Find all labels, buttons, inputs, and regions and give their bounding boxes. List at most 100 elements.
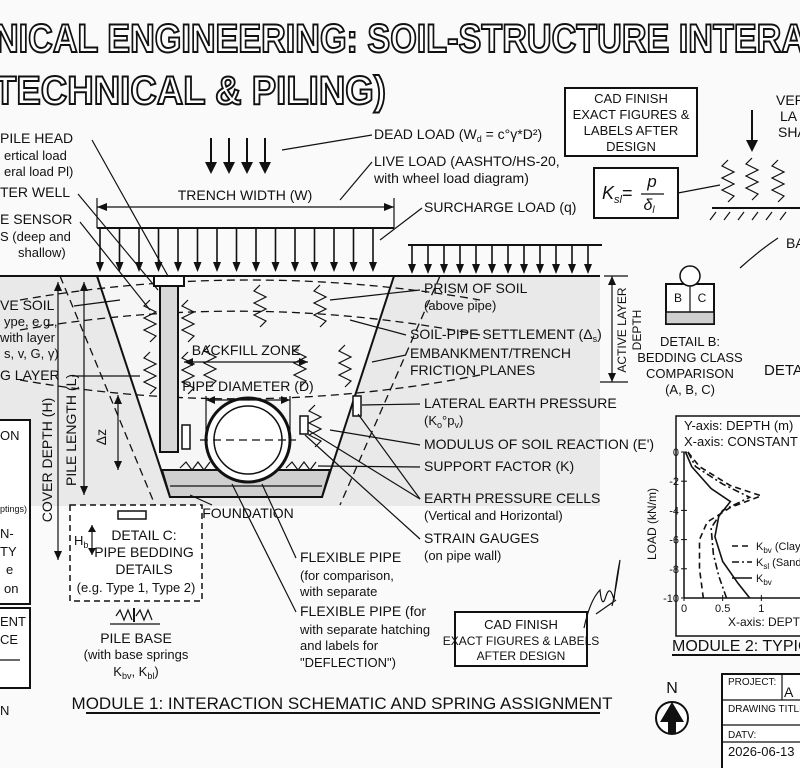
load-arrow-head [252, 262, 260, 272]
surcharge-load-label: SURCHARGE LOAD (q) [424, 199, 576, 215]
drawing-title-label: DRAWING TITLE [728, 704, 800, 715]
flexible-pipe-a-leader [261, 483, 297, 559]
backfill-zone-dimension [184, 358, 308, 366]
load-arrow-head [96, 262, 104, 272]
chart-x-label: X-axis: DEPTH [728, 615, 800, 629]
surcharge-arrow-head [568, 264, 576, 274]
pressure-cells-label-1: EARTH PRESSURE CELLS [424, 490, 600, 506]
water-well-label: TER WELL [0, 184, 70, 200]
surcharge-arrow-head [584, 264, 592, 274]
modulus-label: MODULUS OF SOIL REACTION (E') [424, 436, 654, 452]
delta-z-label: Δz [93, 429, 109, 445]
cad-top-line3: LABELS AFTER [584, 123, 679, 138]
north-arrow-icon [655, 701, 689, 735]
prism-label-2: (above pipe) [424, 298, 496, 313]
ba-label: BA [786, 235, 800, 251]
surcharge-arrow-head [504, 264, 512, 274]
embankment-label-1: EMBANKMENT/TRENCH [410, 345, 571, 361]
surcharge-arrow-head [456, 264, 464, 274]
soil-sub-1: ype, e.g., [4, 314, 57, 329]
pipe-diameter-label: PIPE DIAMETER (D) [182, 378, 313, 394]
top-right-label-3: SHA [778, 124, 800, 140]
left-frag-n: N- [0, 526, 14, 541]
load-arrow-head [115, 262, 124, 272]
surcharge-arrows [408, 244, 602, 274]
chart-header-2: X-axis: CONSTANT [684, 434, 798, 449]
surcharge-leader [379, 207, 423, 241]
lateral-pressure-leader [361, 403, 421, 406]
foundation-label: FOUNDATION [202, 505, 294, 521]
left-partial-box-2 [0, 607, 31, 689]
active-layer-label: ACTIVE LAYER [615, 287, 629, 372]
flexible-pipe-b-leader [231, 483, 297, 613]
svg-text:p: p [646, 172, 656, 191]
backfill-zone-label: BACKFILL ZONE [192, 342, 300, 358]
chart-legend-entry: Kbv (Clay, [756, 541, 800, 555]
load-arrow-head [193, 262, 202, 272]
pile-base-label-1: PILE BASE [100, 630, 172, 646]
lateral-pressure-label-2: (Ko°pv) [424, 413, 463, 430]
pressure-cells-leader-2 [307, 429, 421, 500]
detail-b-line-2: BEDDING CLASS [637, 350, 743, 365]
prism-label-1: PRISM OF SOIL [424, 280, 528, 296]
date-value: 2026-06-13 [728, 744, 795, 759]
flexible-pipe-b-3: and labels for [300, 638, 379, 653]
live-load-label-2: with wheel load diagram) [373, 170, 529, 186]
detail-b-line-3: COMPARISON [646, 366, 734, 381]
project-value: A [784, 684, 794, 700]
chart-y-tick-label: 0 [673, 447, 679, 459]
pressure-cells-label-2: (Vertical and Horizontal) [424, 508, 563, 523]
load-arrow-head [291, 262, 299, 272]
shaft-springs [709, 110, 800, 221]
detail-b-title: DETAIL B: [660, 334, 720, 349]
top-right-label-1: VER [776, 92, 800, 108]
load-arrow-head [349, 262, 358, 272]
strain-gauges-leader [304, 434, 421, 540]
support-factor-leader [317, 465, 421, 468]
water-well-leader [77, 193, 159, 291]
chart-legend-entry: Ksl (Sand [756, 557, 800, 571]
left-frag-ce: CE [0, 632, 18, 647]
trench-width-label: TRENCH WIDTH (W) [178, 187, 313, 203]
surcharge-arrow-head [488, 264, 496, 274]
detail-b-pipe [679, 265, 701, 287]
detail-c-icon [117, 510, 147, 520]
layer-label: G LAYER [0, 367, 60, 383]
svg-text:δl: δl [643, 197, 655, 216]
pile-length-label: PILE LENGTH (L) [63, 374, 79, 486]
strain-gauges-label-2: (on pipe wall) [424, 548, 501, 563]
detail-b-b: B [674, 291, 682, 305]
formula-leader [677, 184, 721, 194]
chart-frame [675, 415, 800, 637]
cad-finish-box-top [564, 87, 698, 157]
live-load-label-1: LIVE LOAD (AASHTO/HS-20, [374, 153, 560, 169]
sensor-leader [79, 221, 151, 311]
module-1-caption: MODULE 1: INTERACTION SCHEMATIC AND SPRI… [72, 694, 613, 713]
title-line-2: TECHNICAL & PILING) [0, 69, 386, 113]
detail-c-line-4: (e.g. Type 1, Type 2) [77, 580, 196, 595]
project-label: PROJECT: [728, 677, 776, 688]
depth-load-chart: Y-axis: DEPTH (m) X-axis: CONSTANT LOAD … [645, 415, 800, 637]
detail-partial-label: DETA [764, 362, 800, 379]
pile-head [153, 275, 185, 287]
chart-series-line-3 [684, 451, 751, 599]
cad-finish-box-bottom [454, 611, 588, 667]
strain-gauge [299, 415, 309, 435]
cad-bottom-line2: EXACT FIGURES & LABELS [443, 634, 600, 648]
load-arrow-head [213, 262, 221, 272]
settlement-label: SOIL-PIPE SETTLEMENT (Δs) [410, 326, 602, 344]
detail-b-line-4: (A, B, C) [665, 382, 715, 397]
chart-y-label: LOAD (kN/m) [645, 488, 659, 560]
flexible-pipe-a-1: FLEXIBLE PIPE [300, 549, 401, 565]
flexible-pipe-b-4: "DEFLECTION") [300, 655, 396, 670]
detail-c-line-2: PIPE BEDDING [94, 544, 194, 560]
live-load-leader [339, 161, 373, 201]
embankment-label-2: FRICTION PLANES [410, 362, 535, 378]
cad-bottom-line1: CAD FINISH [484, 617, 558, 632]
flexible-pipe-a-3: with separate [299, 584, 377, 599]
active-layer-depth-label: DEPTH [630, 310, 644, 351]
top-right-label-2: LA [780, 108, 798, 124]
soil-sub-2: with layer [0, 330, 56, 345]
pile-length-dimension [80, 282, 88, 495]
